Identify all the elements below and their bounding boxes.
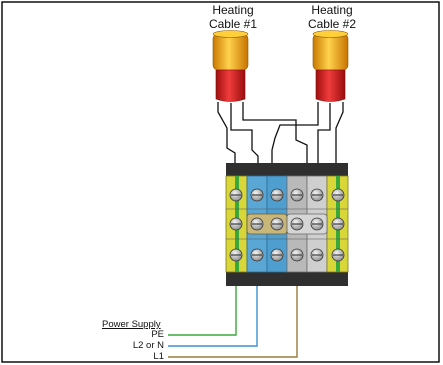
- cable-2-label-line1: Heating: [311, 3, 353, 17]
- power-supply-title: Power Supply: [102, 319, 161, 330]
- terminal-block-icon: [225, 163, 349, 286]
- cable-2-label-line2: Cable #2: [307, 17, 357, 31]
- heating-cable-1-icon: [212, 30, 249, 102]
- neutral-wire: [168, 286, 258, 347]
- supply-label-pe: PE: [151, 329, 164, 340]
- power-supply-wires: [168, 286, 298, 358]
- heating-cable-2-icon: [312, 30, 349, 102]
- supply-label-l2-or-n: L2 or N: [132, 340, 164, 351]
- phase-wire: [168, 286, 298, 358]
- pe-wire: [168, 286, 237, 336]
- cable-1-label: Heating Cable #1: [193, 4, 273, 30]
- cable-1-label-line2: Cable #1: [208, 17, 258, 31]
- supply-label-l1: L1: [153, 351, 164, 362]
- cable-1-label-line1: Heating: [212, 3, 254, 17]
- cable-conductors: [217, 102, 344, 176]
- cable-2-label: Heating Cable #2: [292, 4, 372, 30]
